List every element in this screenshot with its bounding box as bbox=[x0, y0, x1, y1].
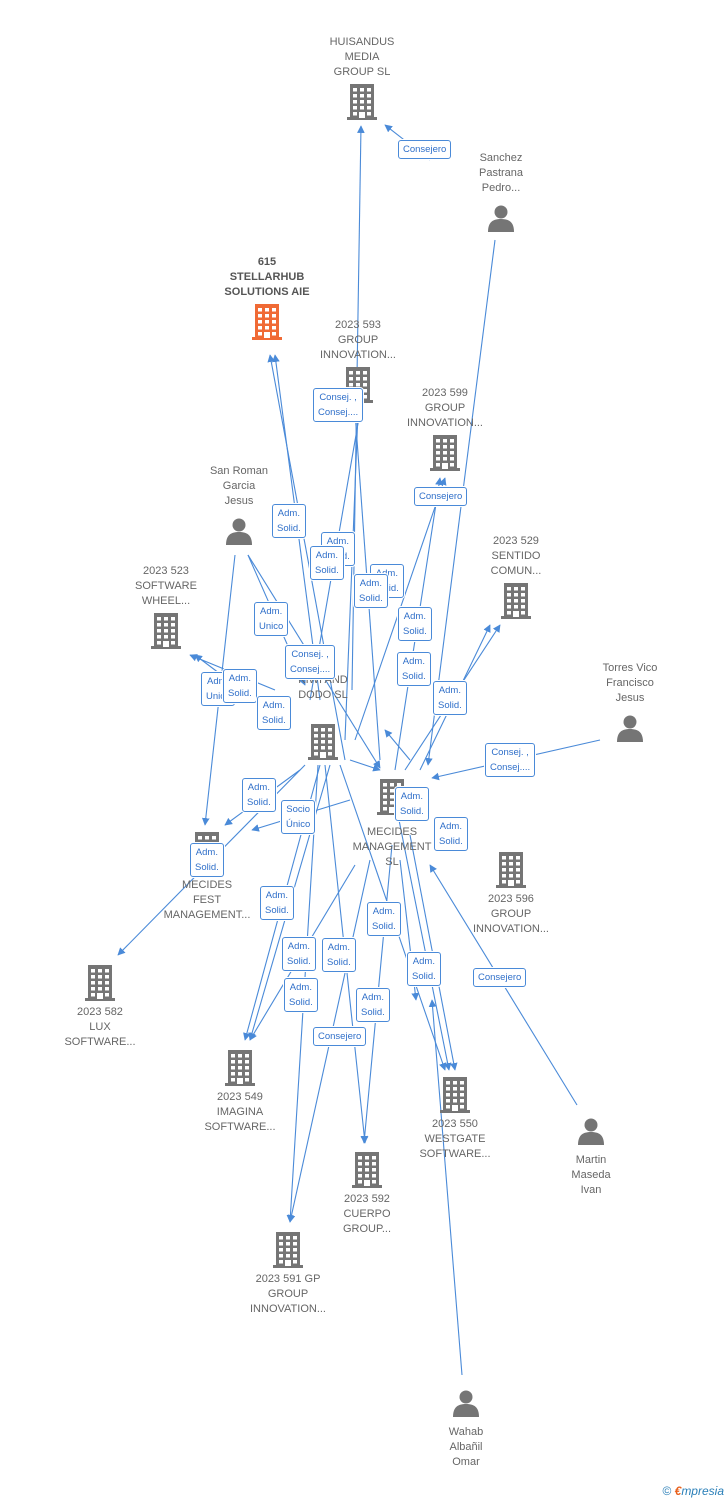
relation-label[interactable]: Adm. Solid. bbox=[223, 669, 257, 703]
relation-label[interactable]: Adm. Solid. bbox=[407, 952, 441, 986]
relation-label[interactable]: Consejero bbox=[398, 140, 452, 159]
company-name[interactable]: 615 STELLARHUB SOLUTIONS AIE bbox=[224, 256, 310, 298]
relation-arrow bbox=[394, 799, 452, 1071]
company-name[interactable]: MECIDES FEST MANAGEMENT... bbox=[163, 879, 251, 921]
relation-label[interactable]: Consejero bbox=[473, 968, 527, 987]
empresia-logo-text: mpresia bbox=[681, 1484, 724, 1498]
building-icon[interactable] bbox=[440, 1077, 470, 1118]
building-icon[interactable] bbox=[151, 613, 181, 654]
building-icon[interactable] bbox=[352, 1152, 382, 1193]
relation-arrow bbox=[428, 999, 463, 1376]
company-name[interactable]: 2023 596 GROUP INNOVATION... bbox=[473, 893, 549, 935]
relation-label[interactable]: Consej. , Consej.... bbox=[313, 388, 364, 422]
company-name[interactable]: 2023 549 IMAGINA SOFTWARE... bbox=[204, 1091, 276, 1133]
company-name[interactable]: 2023 591 GP GROUP INNOVATION... bbox=[250, 1273, 326, 1315]
relation-label[interactable]: Adm. Solid. bbox=[356, 988, 390, 1022]
relation-label[interactable]: Adm. Solid. bbox=[284, 978, 318, 1012]
relation-label[interactable]: Socio Único bbox=[281, 800, 316, 834]
person-icon[interactable] bbox=[487, 204, 515, 237]
relation-arrow bbox=[344, 411, 362, 741]
relation-label[interactable]: Adm. Solid. bbox=[433, 681, 467, 715]
relation-label[interactable]: Consejero bbox=[313, 1027, 367, 1046]
relation-label[interactable]: Adm. Solid. bbox=[242, 778, 276, 812]
company-name[interactable]: 2023 593 GROUP INNOVATION... bbox=[320, 319, 396, 361]
building-icon[interactable] bbox=[430, 435, 460, 476]
relation-label[interactable]: Adm. Solid. bbox=[395, 787, 429, 821]
person-name[interactable]: Torres Vico Francisco Jesus bbox=[602, 662, 658, 704]
relation-label[interactable]: Adm. Solid. bbox=[260, 886, 294, 920]
company-name[interactable]: HUISANDUS MEDIA GROUP SL bbox=[329, 36, 395, 78]
person-name[interactable]: San Roman Garcia Jesus bbox=[209, 465, 269, 507]
building-icon[interactable] bbox=[501, 583, 531, 624]
company-name[interactable]: MECIDES MANAGEMENT SL bbox=[352, 826, 432, 868]
relation-label[interactable]: Adm. Solid. bbox=[434, 817, 468, 851]
building-icon[interactable] bbox=[273, 1232, 303, 1273]
person-icon[interactable] bbox=[616, 714, 644, 747]
building-icon[interactable] bbox=[85, 965, 115, 1006]
relation-label[interactable]: Adm. Solid. bbox=[257, 696, 291, 730]
relation-arrow bbox=[267, 354, 346, 761]
building-icon[interactable] bbox=[225, 1050, 255, 1091]
relation-label[interactable]: Adm. Solid. bbox=[354, 574, 388, 608]
copyright-symbol: © bbox=[662, 1484, 672, 1498]
person-icon[interactable] bbox=[225, 517, 253, 550]
company-name[interactable]: 2023 550 WESTGATE SOFTWARE... bbox=[419, 1118, 491, 1160]
building-icon[interactable] bbox=[496, 852, 526, 893]
relation-arrow bbox=[349, 759, 381, 772]
person-icon[interactable] bbox=[577, 1117, 605, 1150]
relation-label[interactable]: Consej. , Consej.... bbox=[285, 645, 336, 679]
building-icon[interactable] bbox=[347, 84, 377, 125]
person-name[interactable]: Wahab Albañil Omar bbox=[448, 1426, 484, 1468]
relation-label[interactable]: Consej. , Consej.... bbox=[485, 743, 536, 777]
relation-label[interactable]: Adm. Solid. bbox=[190, 843, 224, 877]
company-name[interactable]: 2023 523 SOFTWARE WHEEL... bbox=[135, 565, 197, 607]
person-name[interactable]: Sanchez Pastrana Pedro... bbox=[478, 152, 524, 194]
relation-label[interactable]: Adm. Solid. bbox=[272, 504, 306, 538]
relation-label[interactable]: Adm. Solid. bbox=[367, 902, 401, 936]
person-name[interactable]: Martin Maseda Ivan bbox=[571, 1154, 611, 1196]
empresia-logo-mark: € bbox=[674, 1484, 682, 1498]
relation-label[interactable]: Adm. Solid. bbox=[398, 607, 432, 641]
relation-label[interactable]: Adm. Solid. bbox=[322, 938, 356, 972]
relation-label[interactable]: Consejero bbox=[414, 487, 468, 506]
company-name[interactable]: 2023 529 SENTIDO COMUN... bbox=[490, 535, 542, 577]
person-icon[interactable] bbox=[452, 1389, 480, 1422]
company-name[interactable]: 2023 582 LUX SOFTWARE... bbox=[64, 1006, 136, 1048]
relation-label[interactable]: Adm. Unico bbox=[254, 602, 289, 636]
building-icon[interactable] bbox=[308, 724, 338, 765]
empresia-footer[interactable]: © €mpresia bbox=[662, 1484, 724, 1498]
relation-label[interactable]: Adm. Solid. bbox=[310, 546, 344, 580]
company-name[interactable]: 2023 599 GROUP INNOVATION... bbox=[407, 387, 483, 429]
company-name[interactable]: 2023 592 CUERPO GROUP... bbox=[342, 1193, 392, 1235]
relation-label[interactable]: Adm. Solid. bbox=[282, 937, 316, 971]
relation-label[interactable]: Adm. Solid. bbox=[397, 652, 431, 686]
relation-arrow bbox=[384, 729, 411, 761]
building-icon[interactable] bbox=[252, 304, 282, 345]
